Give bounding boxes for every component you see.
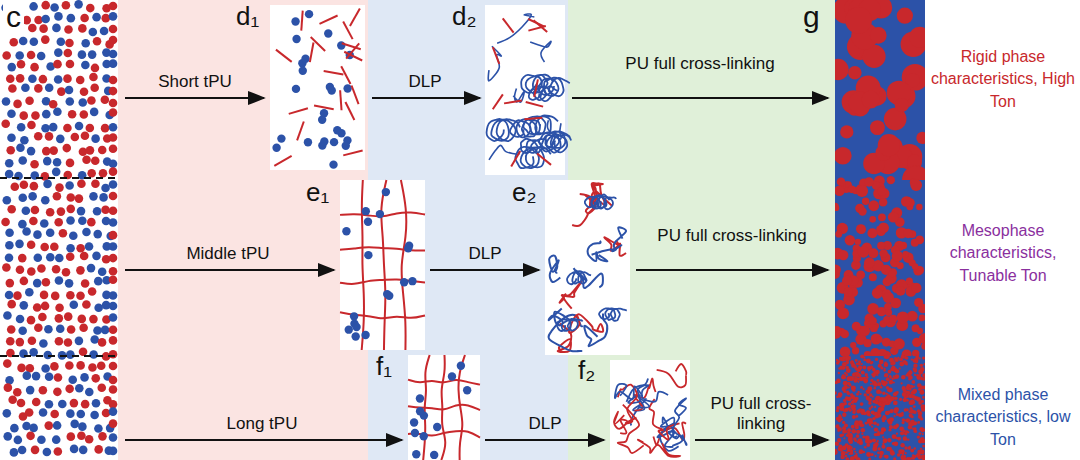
annotation-text: PU full cross-linking	[697, 394, 825, 433]
annotation-text: Short tPU	[120, 72, 270, 92]
panel-letter: c	[3, 0, 24, 35]
annotation-text: PU full cross-linking	[620, 54, 780, 74]
panel-letter: f₂	[578, 356, 595, 386]
annotation-text: DLP	[445, 244, 525, 264]
row-divider	[0, 355, 118, 357]
phase-map	[835, 0, 925, 460]
annotation-text: PU full cross-linking	[652, 226, 812, 246]
annotation-text: Rigid phase characteristics, High Ton	[930, 46, 1076, 113]
panel-letter: g	[803, 0, 820, 35]
panel-letter: e₂	[512, 178, 537, 208]
row-divider	[0, 177, 118, 179]
annotation-text: DLP	[385, 72, 465, 92]
annotation-text: DLP	[505, 414, 585, 434]
panel-letter: d₂	[452, 2, 477, 32]
monomer-panel	[1, 0, 117, 457]
panel-letter: d₁	[236, 2, 259, 32]
stage-band	[118, 0, 368, 460]
annotation-text: Long tPU	[182, 414, 342, 434]
panel-letter: f₁	[376, 352, 392, 382]
process-arrows	[125, 98, 828, 440]
annotation-text: Middle tPU	[148, 244, 308, 264]
structure-sketches	[270, 5, 690, 460]
panel-letter: e₁	[306, 178, 329, 208]
annotation-text: Mixed phase characteristics, low Ton	[930, 384, 1076, 451]
annotation-text: Mesophase characteristics, Tunable Ton	[930, 220, 1076, 287]
